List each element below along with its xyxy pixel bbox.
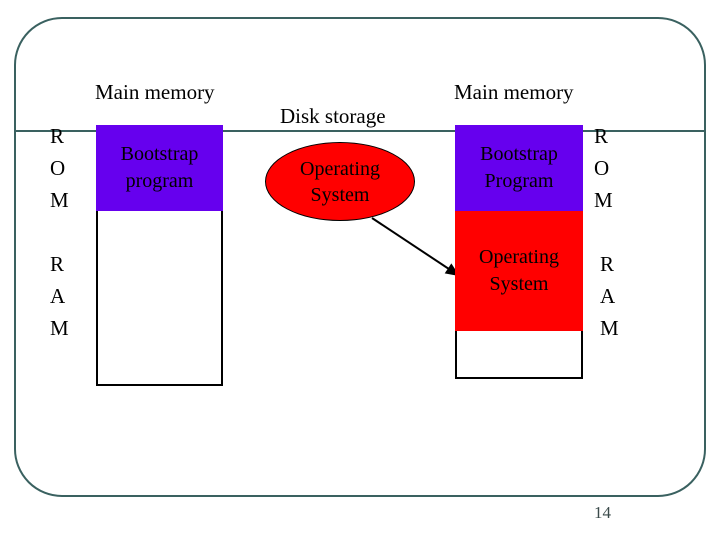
right-ram-os-segment: Operating System <box>455 211 583 331</box>
left-rom-bootstrap-segment: Bootstrap program <box>96 125 223 211</box>
caption-main-memory-right: Main memory <box>454 80 574 104</box>
right-rom-bootstrap-line2: Program <box>484 170 554 192</box>
caption-main-memory-left: Main memory <box>95 80 215 104</box>
right-ram-os-line2: System <box>489 273 549 295</box>
disk-os-line1: Operating <box>300 157 380 180</box>
horizontal-divider-line <box>15 130 705 132</box>
right-rom-bootstrap-segment: Bootstrap Program <box>455 125 583 211</box>
right-rom-bracket-label: R O M <box>594 124 613 212</box>
caption-disk-storage: Disk storage <box>280 104 386 128</box>
right-rom-bootstrap-line1: Bootstrap <box>480 143 558 165</box>
left-rom-bootstrap-line2: program <box>125 170 194 192</box>
right-ram-bracket-label: R A M <box>600 252 619 340</box>
right-ram-os-line1: Operating <box>479 246 559 268</box>
slide-page-number: 14 <box>594 503 611 522</box>
left-rom-bootstrap-line1: Bootstrap <box>120 143 199 165</box>
disk-storage-ellipse: Operating System <box>265 142 415 221</box>
disk-os-line2: System <box>310 183 370 206</box>
os-load-arrow-icon <box>371 217 460 277</box>
left-rom-bracket-label: R O M <box>50 124 69 212</box>
left-ram-bracket-label: R A M <box>50 252 69 340</box>
